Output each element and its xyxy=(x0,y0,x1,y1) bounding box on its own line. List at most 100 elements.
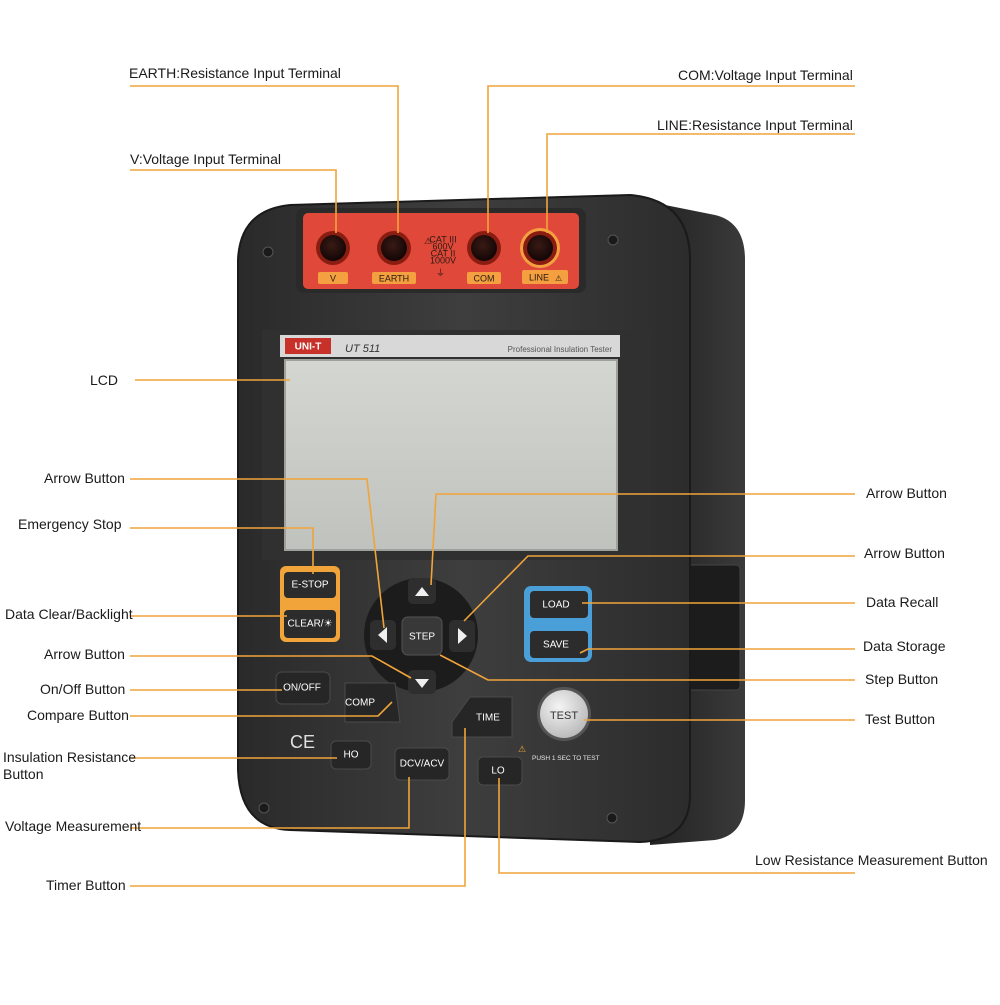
callout-insulation: Insulation Resistance Button xyxy=(3,749,137,782)
step-button-label: STEP xyxy=(409,632,435,643)
callout-step: Step Button xyxy=(865,671,939,687)
callout-test: Test Button xyxy=(865,711,936,727)
screw-icon xyxy=(258,802,270,814)
leader-low-resistance xyxy=(498,778,855,874)
step-button[interactable]: STEP xyxy=(401,616,443,656)
test-button-label: TEST xyxy=(550,710,578,722)
callout-com: COM:Voltage Input Terminal xyxy=(678,67,853,83)
brand-name: UNI-T xyxy=(295,342,322,353)
callout-arrow-right-top: Arrow Button xyxy=(866,485,947,501)
lcd-screen xyxy=(284,359,618,551)
callout-timer: Timer Button xyxy=(46,877,126,893)
model-name: UT 511 xyxy=(345,343,380,355)
arrow-right-icon xyxy=(458,628,467,644)
warning-triangle-icon: ⚠ xyxy=(518,745,526,755)
screw-icon xyxy=(262,246,274,258)
leader-step xyxy=(439,654,855,681)
onoff-button-label: ON/OFF xyxy=(283,683,321,694)
callout-compare: Compare Button xyxy=(27,707,129,723)
terminal-line-label: LINE xyxy=(529,272,549,282)
leader-line xyxy=(546,133,855,233)
callout-onoff: On/Off Button xyxy=(40,681,126,697)
lo-button-label: LO xyxy=(491,766,505,777)
comp-button-label: COMP xyxy=(345,698,375,709)
save-button-label: SAVE xyxy=(543,640,569,651)
test-button[interactable]: TEST xyxy=(537,687,591,741)
leader-com xyxy=(487,85,855,233)
estop-button-label: E-STOP xyxy=(291,580,328,591)
load-button-label: LOAD xyxy=(542,600,569,611)
arrow-left-button[interactable] xyxy=(370,620,396,650)
callout-low-resistance: Low Resistance Measurement Button xyxy=(755,852,988,868)
leader-lines xyxy=(130,85,855,887)
arrow-left-icon xyxy=(378,627,387,643)
rating-line-4: 1000V xyxy=(430,255,456,265)
leader-save xyxy=(579,648,855,654)
terminal-v[interactable]: V xyxy=(316,231,350,284)
terminal-com-label: COM xyxy=(474,273,495,283)
terminal-line[interactable]: LINE ⚠ xyxy=(520,228,568,284)
estop-button[interactable]: E-STOP xyxy=(284,572,336,598)
rating-block: ⚠ CAT III 600V CAT II 1000V ⏚ xyxy=(424,234,457,279)
callout-line: LINE:Resistance Input Terminal xyxy=(657,117,853,133)
ho-button-label: HO xyxy=(344,750,359,761)
callout-earth: EARTH:Resistance Input Terminal xyxy=(129,65,341,81)
arrow-right-button[interactable] xyxy=(449,620,475,652)
dcvacv-button-label: DCV/ACV xyxy=(400,759,445,770)
terminal-earth[interactable]: EARTH xyxy=(372,231,416,284)
lo-button[interactable]: LO xyxy=(477,756,523,786)
terminal-com[interactable]: COM xyxy=(467,231,501,284)
time-button[interactable]: TIME xyxy=(451,696,513,738)
callout-v: V:Voltage Input Terminal xyxy=(130,151,281,167)
rating-line-2: 600V xyxy=(432,241,453,251)
leader-arrow-left-top xyxy=(130,478,385,629)
callout-voltage: Voltage Measurement xyxy=(5,818,142,834)
time-button-label: TIME xyxy=(476,713,500,724)
callout-arrow-left-bottom: Arrow Button xyxy=(44,646,125,662)
callout-data-clear: Data Clear/Backlight xyxy=(5,606,133,622)
arrow-up-icon xyxy=(415,587,429,596)
comp-button[interactable]: COMP xyxy=(344,682,401,723)
callout-lcd: LCD xyxy=(90,372,119,388)
ground-icon: ⏚ xyxy=(436,268,445,279)
dcvacv-button[interactable]: DCV/ACV xyxy=(394,747,450,781)
terminal-v-label: V xyxy=(330,273,336,283)
screw-icon xyxy=(607,234,619,246)
leader-arrow-right-top xyxy=(430,493,855,586)
ce-mark: CE xyxy=(290,732,315,752)
ho-button[interactable]: HO xyxy=(330,740,372,770)
callout-data-storage: Data Storage xyxy=(863,638,946,654)
callout-data-recall: Data Recall xyxy=(866,594,939,610)
leader-arrow-right-mid xyxy=(463,555,855,622)
rating-line-3: CAT II xyxy=(431,248,456,258)
onoff-button[interactable]: ON/OFF xyxy=(275,671,331,705)
brand-strip xyxy=(280,335,620,357)
load-button[interactable]: LOAD xyxy=(530,591,588,618)
arrow-up-button[interactable] xyxy=(408,578,436,604)
test-hint: PUSH 1 SEC TO TEST xyxy=(532,755,600,762)
side-clip xyxy=(687,564,741,691)
save-button[interactable]: SAVE xyxy=(530,631,588,658)
leader-voltage xyxy=(130,777,410,829)
model-subtitle: Professional Insulation Tester xyxy=(508,345,613,354)
callout-emergency-stop: Emergency Stop xyxy=(18,516,122,532)
leader-v xyxy=(130,169,337,233)
leader-timer xyxy=(130,728,466,887)
warning-triangle-icon: ⚠ xyxy=(424,237,432,247)
callout-arrow-right-mid: Arrow Button xyxy=(864,545,945,561)
leader-earth xyxy=(130,85,399,233)
arrow-down-button[interactable] xyxy=(408,670,436,694)
rating-line-1: CAT III xyxy=(429,234,456,244)
callout-arrow-left-top: Arrow Button xyxy=(44,470,125,486)
clear-button-label: CLEAR/☀ xyxy=(287,619,332,630)
brand-logo xyxy=(285,338,331,354)
clear-backlight-button[interactable]: CLEAR/☀ xyxy=(284,610,336,638)
screw-icon xyxy=(606,812,618,824)
terminal-earth-label: EARTH xyxy=(379,273,409,283)
warning-triangle-icon: ⚠ xyxy=(555,274,562,283)
terminal-plate xyxy=(303,213,579,289)
leader-arrow-left-bottom xyxy=(130,655,412,679)
arrow-down-icon xyxy=(415,679,429,688)
